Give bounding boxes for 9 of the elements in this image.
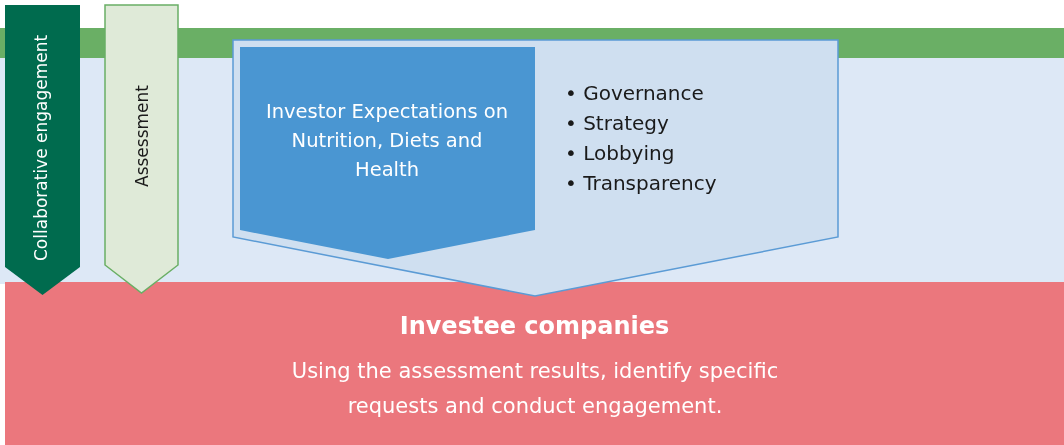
body-text: Using the assessment results, identify specific requests and conduct engagement. bbox=[290, 358, 780, 420]
bullet-item: • Strategy bbox=[565, 110, 670, 137]
vertical-label: Assessment bbox=[132, 85, 152, 187]
heading: Investee companies bbox=[398, 312, 671, 340]
bullet-item: • Lobbying bbox=[565, 140, 676, 167]
vertical-label: Collaborative engagement bbox=[31, 33, 51, 264]
box-title: Investor Expectations on Nutrition, Diets and Health bbox=[264, 99, 510, 183]
bullet-item: • Transparency bbox=[565, 170, 717, 197]
bullet-item: • Governance bbox=[565, 80, 705, 107]
